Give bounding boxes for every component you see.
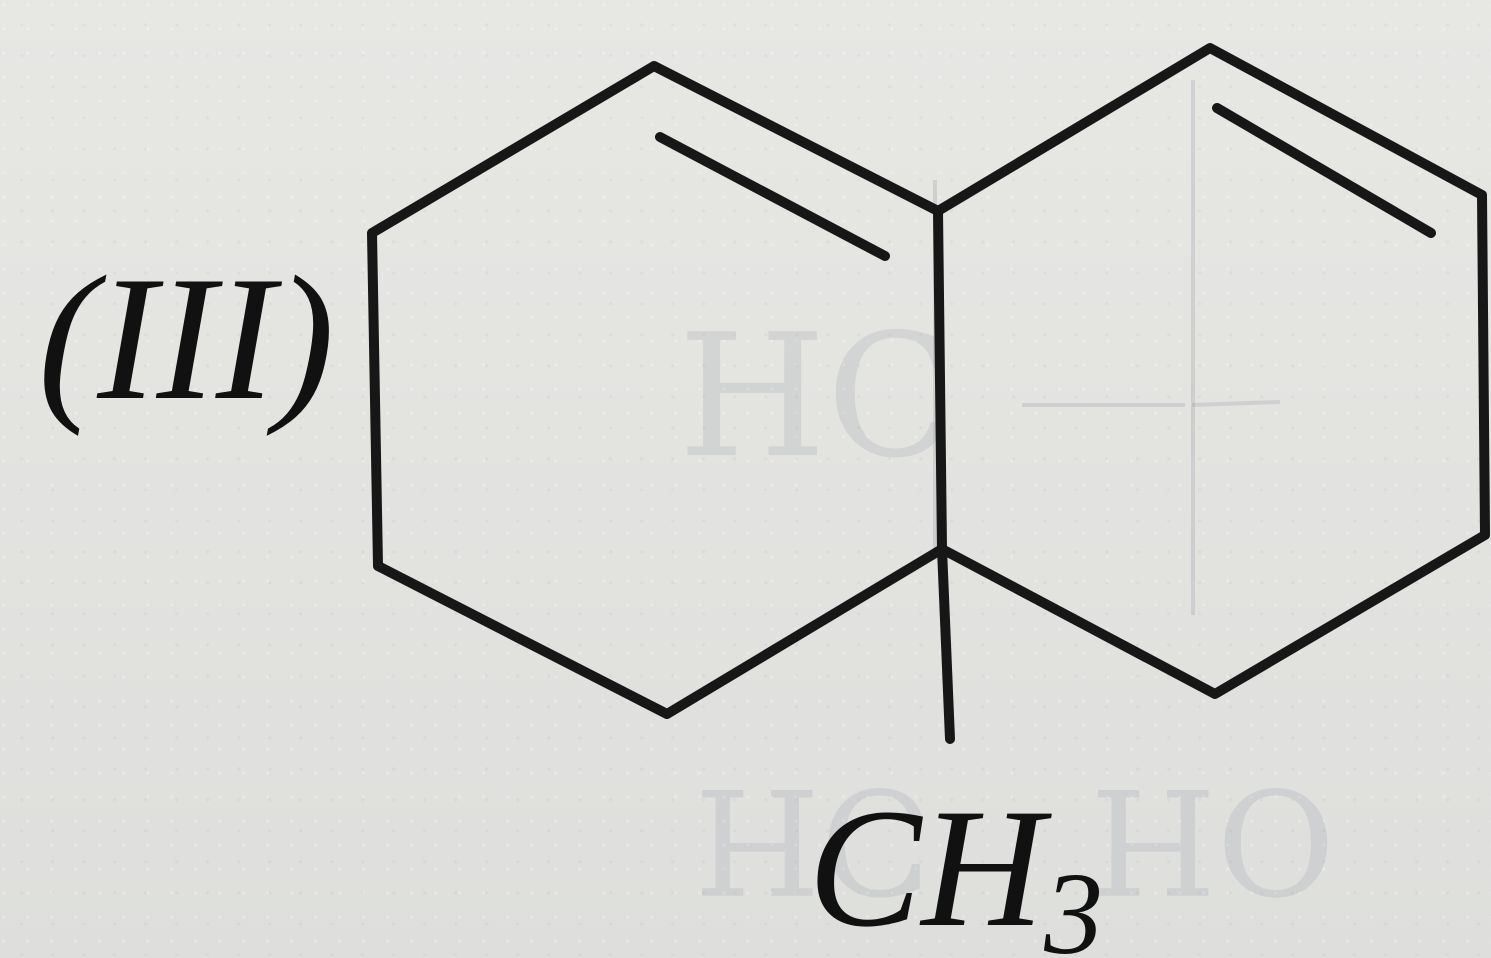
show-through-text-upper: HC	[678, 298, 956, 496]
right-ring-outline	[933, 43, 1490, 699]
methyl-label-main: CH	[808, 774, 1052, 958]
show-through-text-lower: HC	[694, 755, 931, 924]
right-ring-double-bond-line	[1212, 103, 1436, 238]
show-through-horizontal-line-right	[1191, 400, 1281, 407]
show-through-marks: HC HC HO	[678, 80, 1335, 924]
left-ring-double-bond-line	[655, 132, 890, 261]
methyl-label-subscript: 3	[1043, 848, 1103, 958]
show-through-text-lower-right: HO	[1090, 755, 1335, 924]
right-ring	[933, 43, 1490, 699]
compound-label: (III)	[38, 239, 334, 437]
methyl-label: CH3	[808, 774, 1103, 958]
methyl-bond	[937, 544, 955, 744]
